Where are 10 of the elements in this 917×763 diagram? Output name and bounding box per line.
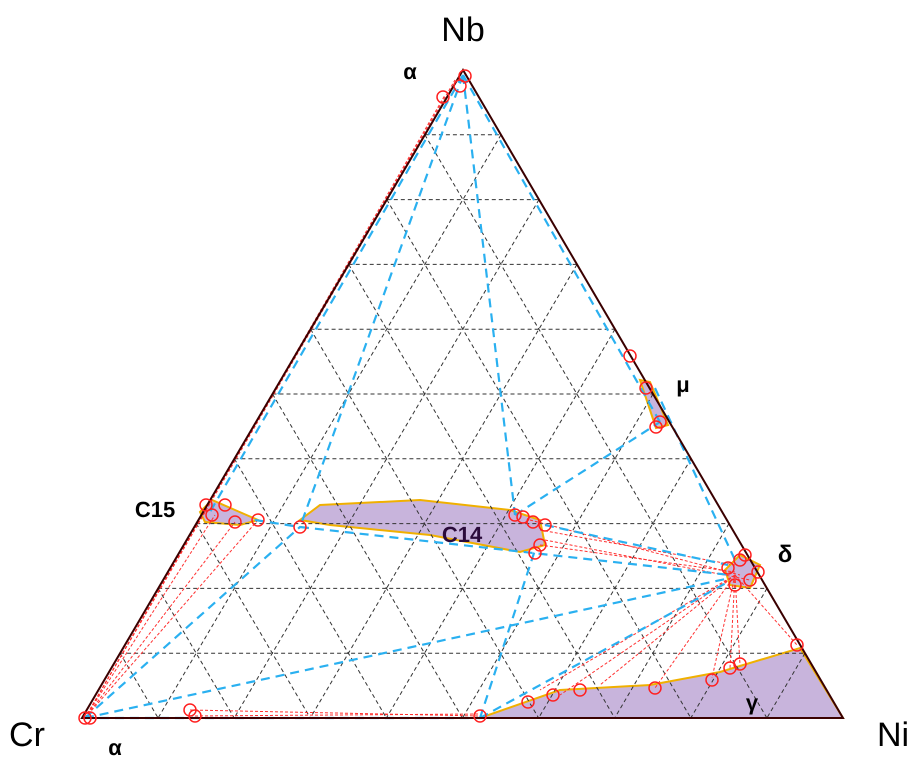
phase-label: C15 bbox=[134, 499, 176, 521]
phase-label: C14 bbox=[442, 524, 482, 546]
phase-label: γ bbox=[746, 692, 758, 714]
phase-label: μ bbox=[676, 374, 690, 396]
phase-label: δ bbox=[778, 543, 792, 567]
element-label: Nb bbox=[441, 13, 485, 47]
phase-label: α bbox=[403, 61, 417, 83]
element-label: Cr bbox=[9, 718, 45, 752]
element-label: Ni bbox=[876, 718, 910, 752]
phase-label: α bbox=[108, 737, 122, 759]
